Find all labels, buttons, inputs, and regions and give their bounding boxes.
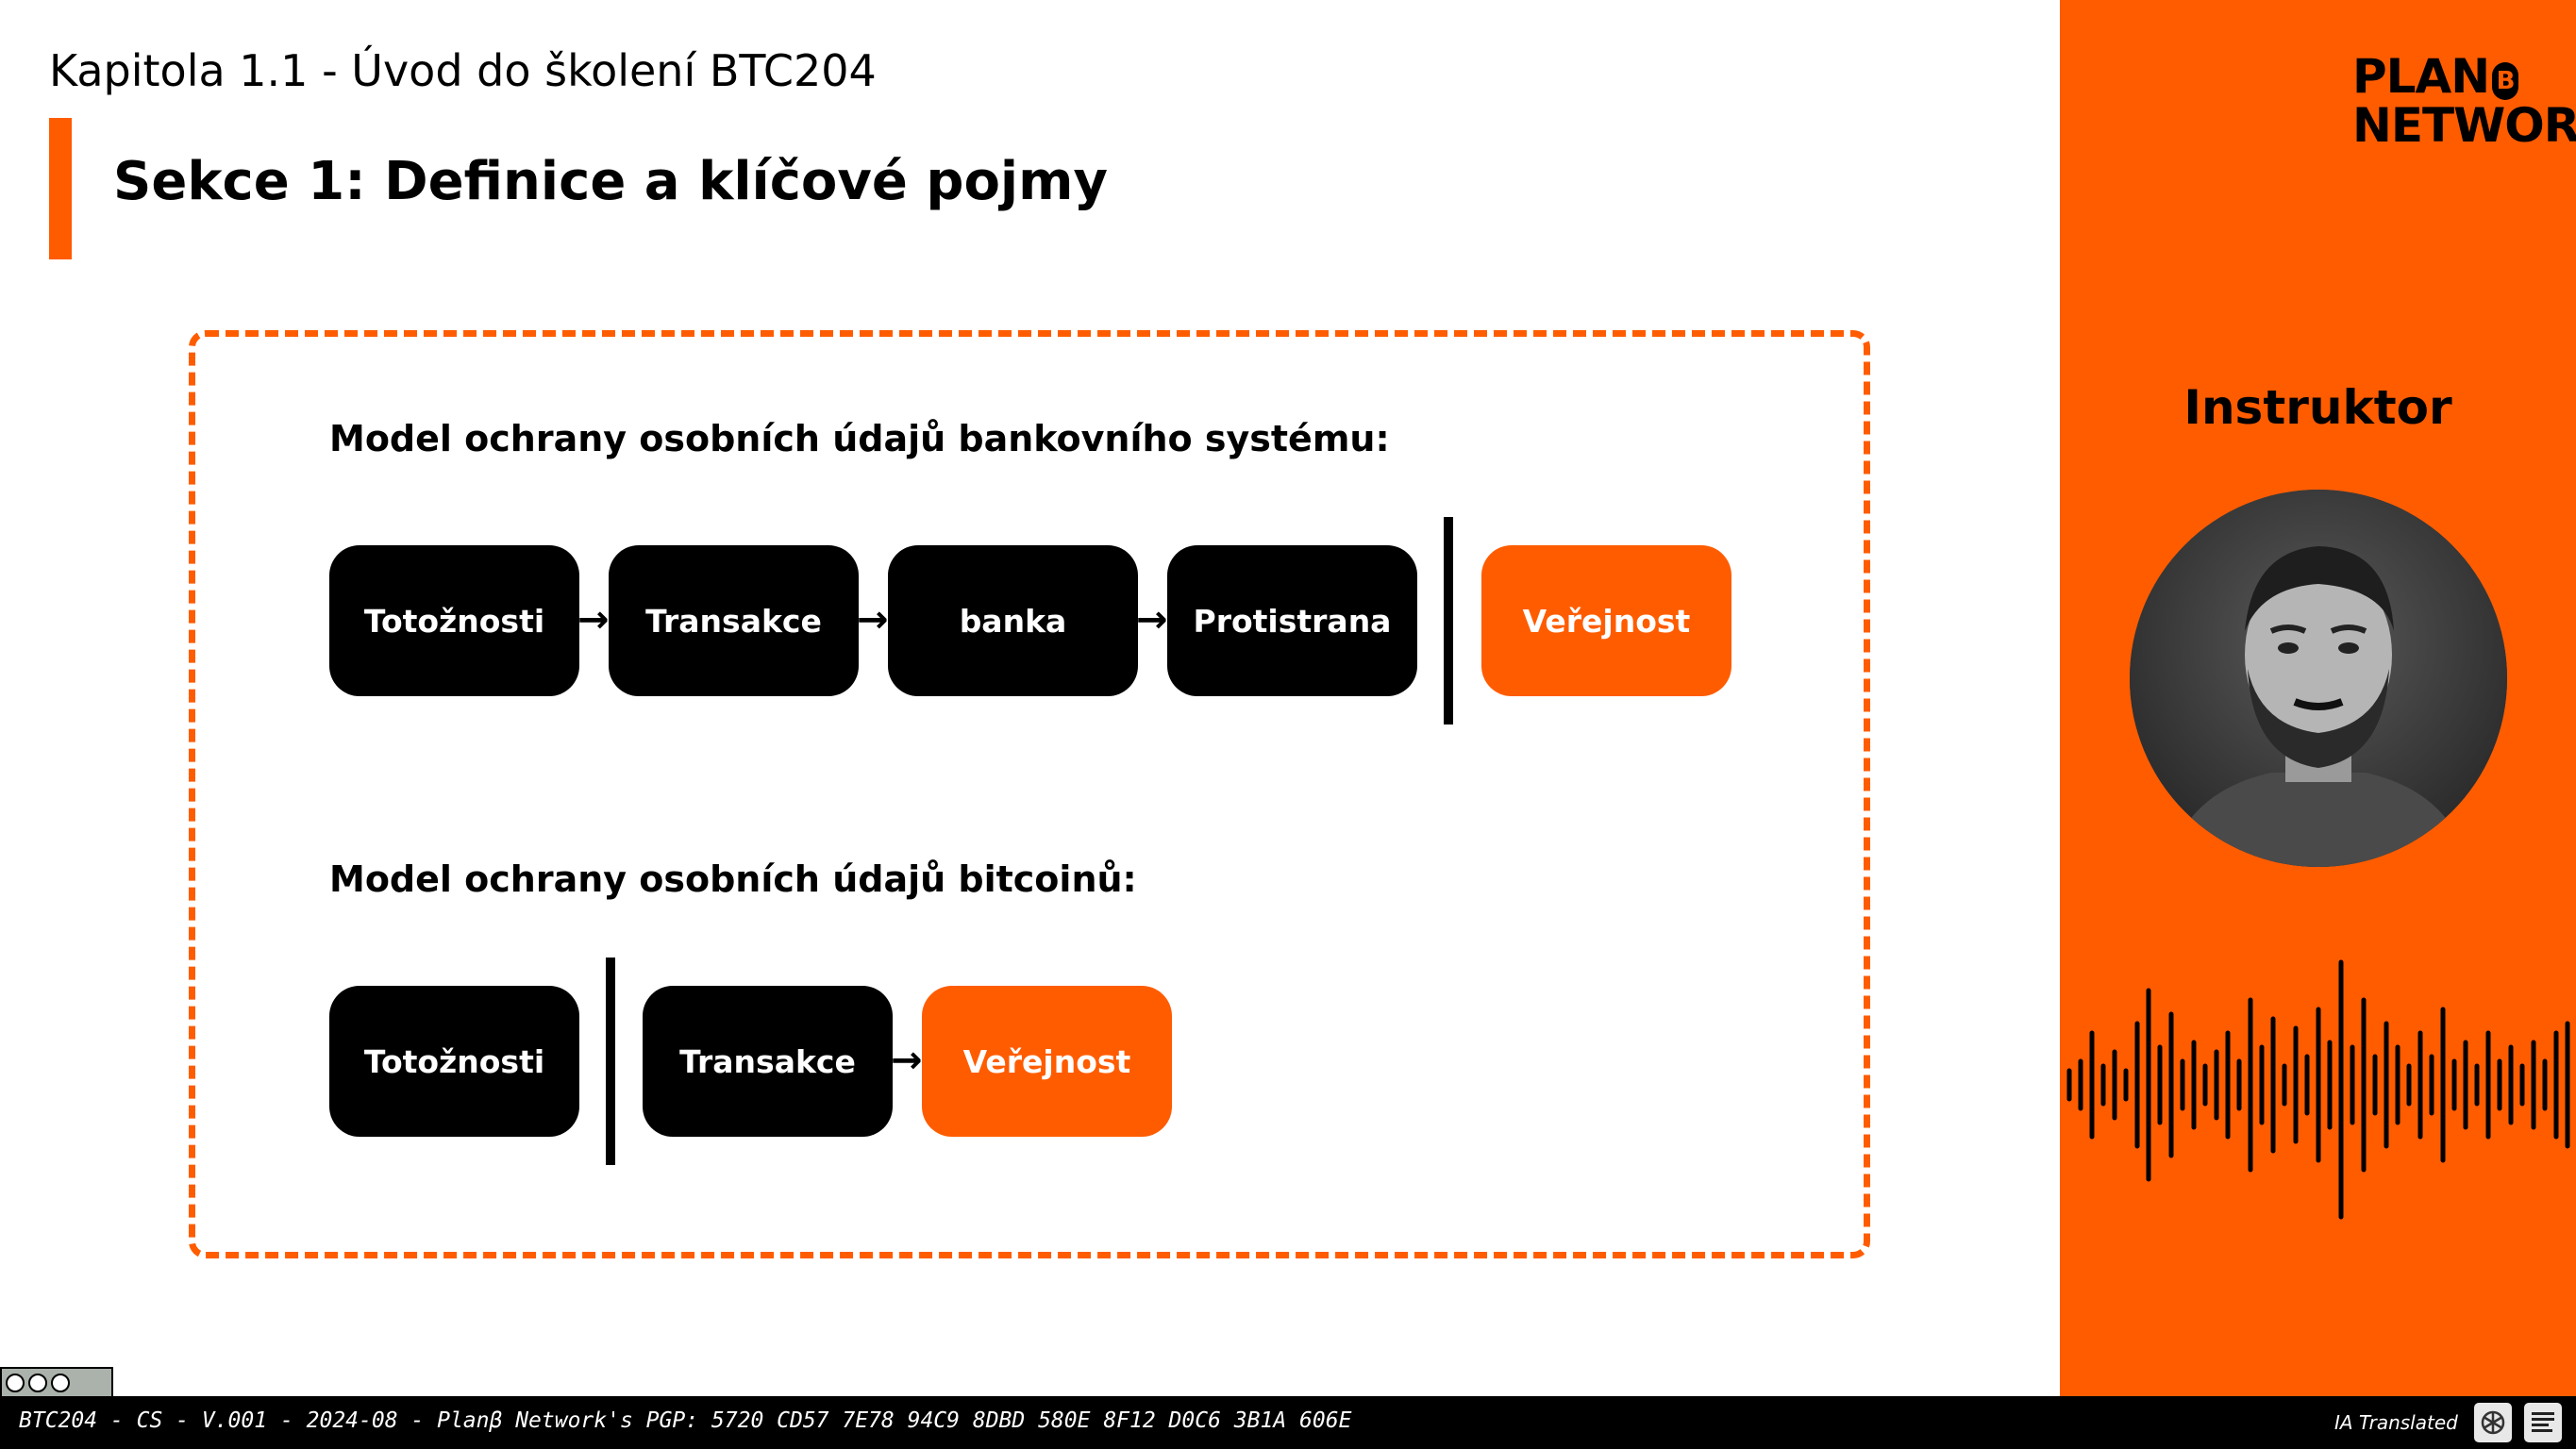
openai-icon	[2474, 1403, 2512, 1442]
chapter-title: Kapitola 1.1 - Úvod do školení BTC204	[49, 45, 877, 96]
logo-b-badge: B	[2492, 62, 2519, 100]
diagram-frame	[189, 330, 1870, 1258]
logo-line2: NETWORK	[2352, 98, 2576, 153]
footer-bar: BTC204 - CS - V.001 - 2024-08 - Planβ Ne…	[0, 1396, 2576, 1449]
audio-waveform-icon	[2066, 959, 2570, 1220]
logo-line1: PLAN	[2352, 49, 2490, 104]
bitcoin-step-transactions: Transakce	[643, 986, 893, 1137]
bitcoin-public-box: Veřejnost	[922, 986, 1172, 1137]
arrow-right-icon: →	[577, 598, 610, 641]
privacy-separator	[606, 958, 615, 1165]
footer-text: BTC204 - CS - V.001 - 2024-08 - Planβ Ne…	[19, 1408, 1352, 1433]
ia-translated-label: IA Translated	[2334, 1411, 2458, 1434]
cc-by-icon	[28, 1373, 47, 1392]
cc-license-icon	[0, 1367, 113, 1398]
bank-step-bank: banka	[888, 545, 1138, 696]
bank-step-identities: Totožnosti	[329, 545, 579, 696]
bank-public-box: Veřejnost	[1481, 545, 1731, 696]
bank-step-transactions: Transakce	[609, 545, 859, 696]
instructor-label: Instruktor	[2183, 380, 2452, 435]
section-accent-bar	[49, 118, 72, 259]
arrow-right-icon: →	[891, 1039, 923, 1082]
section-title: Sekce 1: Definice a klíčové pojmy	[113, 151, 1108, 212]
bitcoin-model-title: Model ochrany osobních údajů bitcoinů:	[329, 858, 1137, 900]
bank-model-title: Model ochrany osobních údajů bankovního …	[329, 418, 1390, 459]
cc-sa-icon	[51, 1373, 70, 1392]
arrow-right-icon: →	[1136, 598, 1168, 641]
bank-step-counterparty: Protistrana	[1167, 545, 1417, 696]
arrow-right-icon: →	[857, 598, 889, 641]
cc-circle-icon	[6, 1373, 25, 1392]
privacy-separator	[1444, 517, 1453, 724]
instructor-avatar	[2130, 490, 2507, 867]
planb-small-icon	[2524, 1403, 2562, 1442]
bitcoin-step-identities: Totožnosti	[329, 986, 579, 1137]
